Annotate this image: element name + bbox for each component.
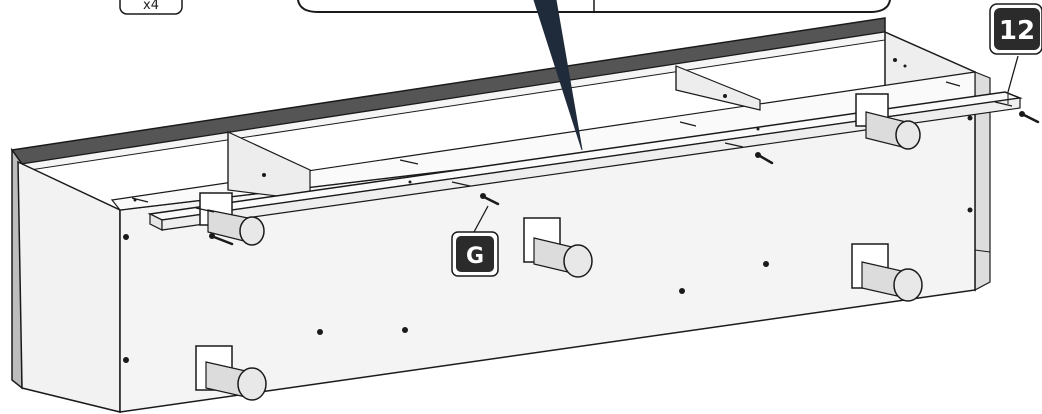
- step-badge-leader: [1007, 55, 1019, 93]
- callout-pointer: [533, 0, 583, 151]
- part-label-leader: [473, 205, 489, 233]
- quantity-tag: x4: [119, 0, 183, 15]
- leg-front-left: [195, 345, 267, 401]
- leg-rear-right: [855, 93, 921, 150]
- step-number: 12: [999, 16, 1035, 46]
- part-label-text: G: [466, 244, 484, 269]
- screw-heads: [209, 111, 1025, 239]
- rail-hole-markers: [131, 81, 1013, 213]
- divider-left: [227, 131, 311, 201]
- rail: [147, 91, 1023, 231]
- screw-icon: [212, 113, 1040, 246]
- callout-box: [297, 0, 891, 13]
- part-label-g: G: [451, 231, 499, 277]
- divider-right: [675, 65, 761, 111]
- step-badge: 12: [989, 3, 1042, 55]
- panel-holes: [123, 58, 973, 363]
- leg-front-right: [851, 243, 923, 302]
- quantity-tag-text: x4: [143, 0, 159, 13]
- leg-middle: [523, 217, 593, 278]
